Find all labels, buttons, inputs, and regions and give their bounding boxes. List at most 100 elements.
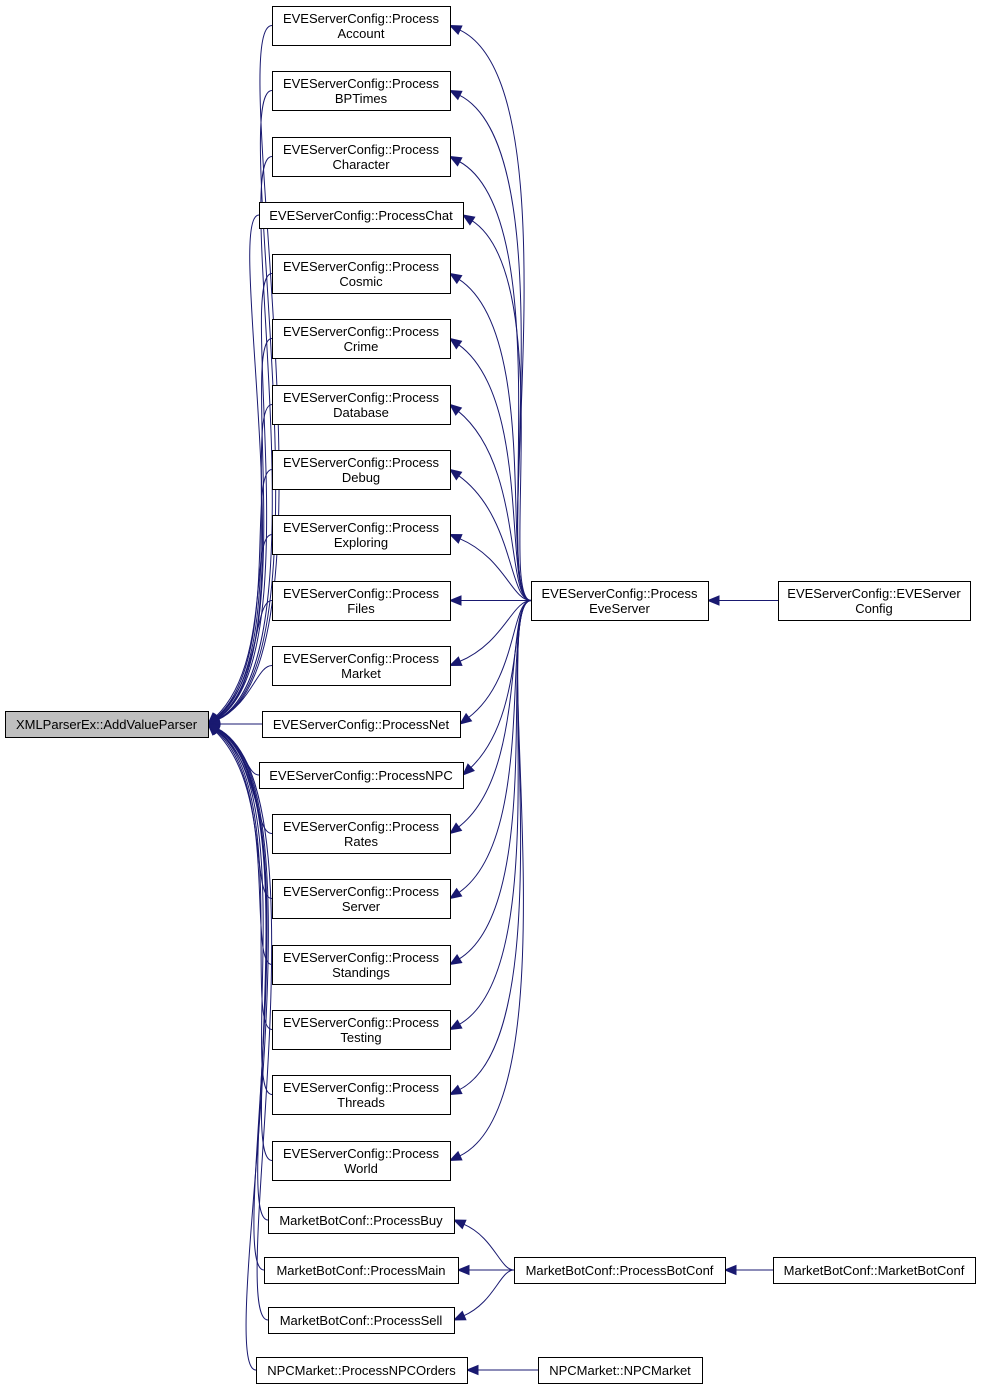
edge-line <box>215 730 273 965</box>
arrowhead-icon <box>448 533 463 544</box>
edge-pEveServer-to-pFiles <box>448 595 531 606</box>
edge-line <box>216 727 273 1321</box>
node-mbSell[interactable]: MarketBotConf::ProcessSell <box>268 1307 455 1334</box>
node-label: Market <box>341 666 381 681</box>
edge-line <box>216 156 273 720</box>
node-label: MarketBotConf::ProcessMain <box>276 1263 445 1278</box>
node-label: EVEServerConfig::Process <box>283 455 440 470</box>
node-label: EVEServerConfig::Process <box>283 586 440 601</box>
node-label: Account <box>338 26 385 41</box>
edge-line <box>462 1223 515 1271</box>
arrowhead-icon <box>458 712 473 725</box>
node-mbCtor[interactable]: MarketBotConf::MarketBotConf <box>773 1257 976 1284</box>
node-mbBotConf[interactable]: MarketBotConf::ProcessBotConf <box>514 1257 726 1284</box>
node-label: Config <box>855 601 893 616</box>
node-box <box>272 385 451 425</box>
edge-line <box>215 469 273 719</box>
edge-pBPTimes-to-root <box>206 90 277 725</box>
node-pNet[interactable]: EVEServerConfig::ProcessNet <box>262 711 461 738</box>
arrowhead-icon <box>448 887 463 900</box>
node-box <box>259 202 464 229</box>
node-label: EVEServerConfig::ProcessChat <box>269 208 453 223</box>
node-box <box>272 646 451 686</box>
node-box <box>272 1075 451 1115</box>
node-label: Cosmic <box>339 274 383 289</box>
edge-line <box>214 534 273 718</box>
node-pNPC[interactable]: EVEServerConfig::ProcessNPC <box>259 762 464 789</box>
node-eveServerConfig[interactable]: EVEServerConfig::EVEServerConfig <box>778 581 971 621</box>
arrowhead-icon <box>706 595 720 606</box>
node-mbMain[interactable]: MarketBotConf::ProcessMain <box>264 1257 459 1284</box>
node-box <box>272 515 451 555</box>
edge-line <box>216 665 273 721</box>
node-label: Exploring <box>334 535 388 550</box>
arrowhead-icon <box>448 1084 463 1096</box>
node-box <box>538 1357 703 1384</box>
node-npcOrders[interactable]: NPCMarket::ProcessNPCOrders <box>256 1357 468 1384</box>
edge-line <box>457 343 532 601</box>
arrowhead-icon <box>465 1364 479 1376</box>
arrowhead-icon <box>723 1264 737 1276</box>
node-box <box>272 450 451 490</box>
edge-npcCtor-to-npcOrders <box>465 1364 538 1376</box>
edge-mbCtor-to-mbBotConf <box>723 1264 773 1276</box>
edge-pEveServer-to-pThreads <box>448 600 532 1096</box>
node-root[interactable]: XMLParserEx::AddValueParser <box>5 711 209 738</box>
node-label: MarketBotConf::ProcessBotConf <box>526 1263 714 1278</box>
node-npcCtor[interactable]: NPCMarket::NPCMarket <box>538 1357 703 1384</box>
node-mbBuy[interactable]: MarketBotConf::ProcessBuy <box>268 1207 455 1234</box>
node-box <box>272 137 451 177</box>
node-label: Debug <box>342 470 380 485</box>
arrowhead-icon <box>448 337 463 350</box>
node-label: EVEServerConfig::Process <box>283 259 440 274</box>
edge-line <box>469 600 532 769</box>
node-label: Standings <box>332 965 390 980</box>
edge-pEveServer-to-pWorld <box>448 600 532 1162</box>
node-label: MarketBotConf::ProcessSell <box>280 1313 443 1328</box>
node-box <box>778 581 971 621</box>
edge-line <box>216 338 273 719</box>
node-label: EVEServerConfig::Process <box>283 884 440 899</box>
node-box <box>272 319 451 359</box>
edge-line <box>216 729 273 1095</box>
edge-pEveServer-to-pDebug <box>448 468 532 601</box>
edge-mbBotConf-to-mbMain <box>456 1264 514 1276</box>
node-pChat[interactable]: EVEServerConfig::ProcessChat <box>259 202 464 229</box>
node-label: EVEServerConfig::EVEServer <box>787 586 961 601</box>
edge-pEveServer-to-pAccount <box>448 24 532 601</box>
arrowhead-icon <box>448 272 463 285</box>
node-box <box>268 1207 455 1234</box>
node-label: NPCMarket::NPCMarket <box>549 1363 691 1378</box>
edge-pEveServer-to-pExploring <box>448 533 532 601</box>
edge-mbBotConf-to-mbSell <box>452 1269 515 1321</box>
node-box <box>272 1010 451 1050</box>
arrowhead-icon <box>448 24 463 36</box>
arrowhead-icon <box>448 1019 463 1031</box>
node-label: EVEServerConfig::Process <box>283 819 440 834</box>
node-label: EVEServerConfig::Process <box>283 1080 440 1095</box>
node-box <box>531 581 709 621</box>
edge-mbBotConf-to-mbBuy <box>452 1219 515 1271</box>
edge-eveServerConfig-to-pEveServer <box>706 595 778 606</box>
node-label: EVEServerConfig::Process <box>283 76 440 91</box>
edge-line <box>471 219 532 601</box>
node-box <box>5 711 209 738</box>
